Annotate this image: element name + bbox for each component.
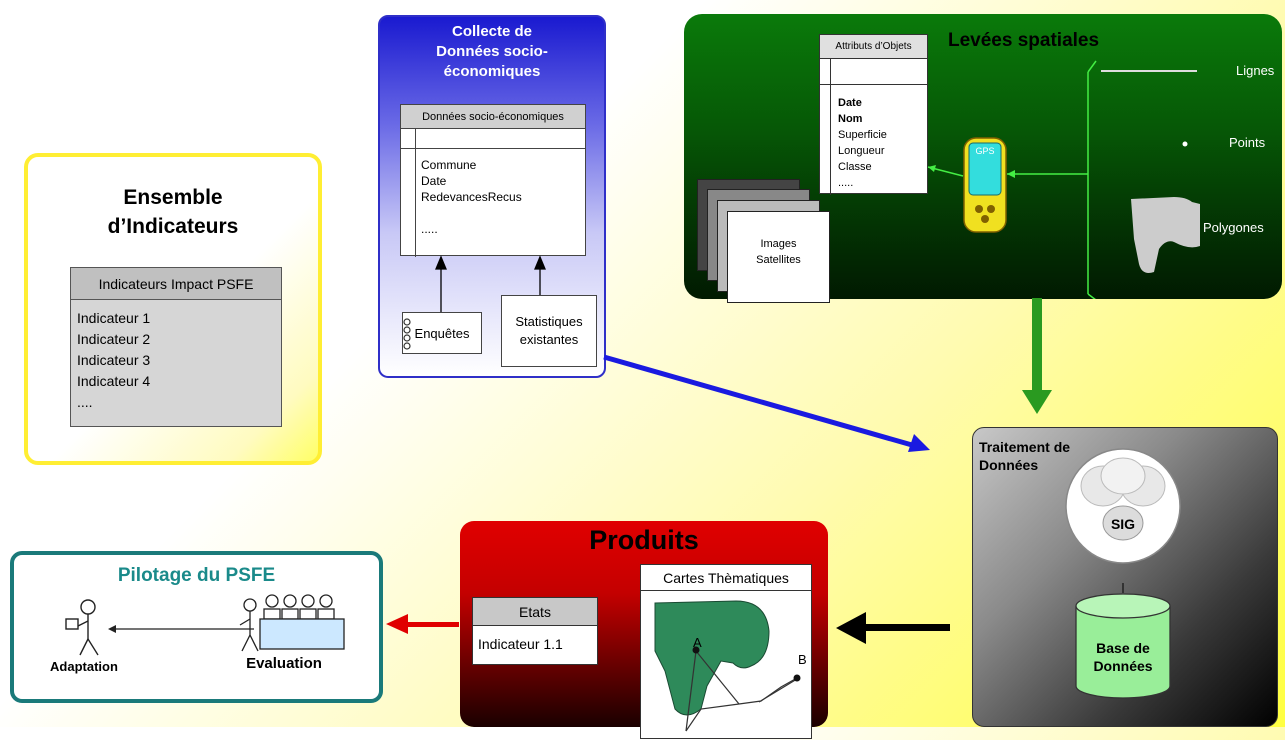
gps-device-icon: GPS: [963, 137, 1007, 233]
indicator-list: Indicateur 1 Indicateur 2 Indicateur 3 I…: [77, 308, 150, 413]
collection-title: Collecte de Données socio- économiques: [380, 22, 604, 82]
indicator-set-title: Ensemble d’Indicateurs: [28, 183, 318, 241]
processing-title: Traitement de Données: [979, 438, 1070, 474]
collection-title-line1: Collecte de: [451, 23, 533, 40]
indicator-item: ....: [77, 394, 93, 410]
collection-title-line3: économiques: [443, 63, 541, 80]
thematic-map-icon: [654, 600, 801, 732]
reports-header: Etats: [473, 598, 597, 626]
notebook-icon: [402, 317, 412, 351]
gis-label: SIG: [1110, 516, 1136, 532]
socio-table-divider: [415, 129, 416, 257]
map-point-a-label: A: [693, 635, 702, 650]
psfe-steering-panel: Pilotage du PSFE: [10, 551, 383, 703]
spatial-connectors: [927, 60, 1200, 299]
indicator-item: Indicateur 1: [77, 310, 151, 326]
data-processing-panel: Traitement de Données SIG Base de Donnée…: [972, 427, 1278, 727]
products-title: Produits: [589, 525, 699, 555]
reports-table: Etats Indicateur 1.1: [472, 597, 598, 665]
attributes-fields: Date Nom Superficie Longueur Classe ....…: [838, 95, 887, 191]
reports-item: Indicateur 1.1: [478, 636, 563, 652]
steering-graphics: [65, 594, 345, 656]
map-point-b-label: B: [798, 652, 807, 667]
indicator-item: Indicateur 4: [77, 373, 151, 389]
attribute-field: Superficie: [838, 129, 887, 141]
indicator-item: Indicateur 2: [77, 331, 151, 347]
attribute-field: Longueur: [838, 145, 885, 157]
processing-graphics: [1065, 448, 1181, 699]
socio-table-header: Données socio-économiques: [401, 105, 585, 129]
collection-title-line2: Données socio-: [436, 43, 548, 60]
spatial-surveys-panel: Levées spatiales Images Satellites Attri…: [684, 14, 1282, 303]
thematic-maps-header: Cartes Thèmatiques: [641, 565, 811, 591]
satellite-images-line2: Satellites: [756, 254, 801, 266]
steering-title: Pilotage du PSFE: [117, 565, 276, 586]
indicator-set-title-line1: Ensemble: [123, 186, 223, 209]
database-label-line1: Base de: [1096, 640, 1150, 656]
database-label: Base de Données: [1076, 639, 1170, 675]
collection-arrows: [435, 255, 546, 312]
legend-points-label: Points: [1229, 135, 1266, 150]
object-attributes-table: Attributs d’Objets Date Nom Superficie L…: [819, 34, 928, 195]
attribute-field: Classe: [838, 161, 872, 173]
indicator-table: Indicateurs Impact PSFE Indicateur 1 Ind…: [70, 267, 282, 427]
spatial-surveys-title: Levées spatiales: [948, 30, 1100, 51]
attribute-field: Date: [838, 97, 862, 109]
socio-table-band: [401, 129, 585, 149]
socio-table-fields: Commune Date RedevancesRecus .....: [421, 157, 522, 237]
socio-economic-data-table: Données socio-économiques Commune Date R…: [400, 104, 586, 257]
surveys-label: Enquêtes: [414, 326, 470, 341]
adaptation-label: Adaptation: [50, 659, 118, 674]
person-icon: [65, 599, 99, 656]
processing-title-line1: Traitement de: [979, 439, 1071, 455]
processing-title-line2: Données: [979, 457, 1039, 473]
legend-lines-label: Lignes: [1236, 63, 1275, 78]
attributes-divider: [830, 59, 831, 195]
statistics-label-line2: existantes: [519, 332, 579, 347]
socio-field: RedevancesRecus: [421, 190, 522, 204]
indicator-set-title-line2: d’Indicateurs: [107, 215, 239, 238]
socio-field: .....: [421, 222, 438, 236]
socio-field: Date: [421, 174, 447, 188]
gps-label: GPS: [975, 146, 995, 156]
thematic-maps-box: Cartes Thèmatiques A B: [640, 564, 812, 739]
products-panel: Produits Etats Indicateur 1.1 Cartes Thè…: [460, 521, 828, 739]
database-label-line2: Données: [1093, 658, 1153, 674]
indicator-set-panel: Ensemble d’Indicateurs Indicateurs Impac…: [24, 153, 322, 465]
evaluation-label: Evaluation: [246, 655, 322, 672]
indicator-table-header: Indicateurs Impact PSFE: [71, 268, 281, 300]
attributes-header: Attributs d’Objets: [820, 35, 927, 59]
statistics-label-line1: Statistiques: [515, 314, 583, 329]
satellite-images-box: Images Satellites: [727, 211, 830, 303]
satellite-images-line1: Images: [760, 238, 797, 250]
surveys-box: Enquêtes: [402, 312, 482, 354]
attribute-field: .....: [838, 177, 854, 189]
socio-economic-collection-panel: Collecte de Données socio- économiques D…: [378, 15, 606, 378]
existing-statistics-box: Statistiques existantes: [501, 295, 597, 367]
indicator-item: Indicateur 3: [77, 352, 151, 368]
socio-field: Commune: [421, 158, 477, 172]
attribute-field: Nom: [838, 113, 863, 125]
attributes-band: [820, 59, 927, 85]
legend-polygons-label: Polygones: [1203, 220, 1264, 235]
